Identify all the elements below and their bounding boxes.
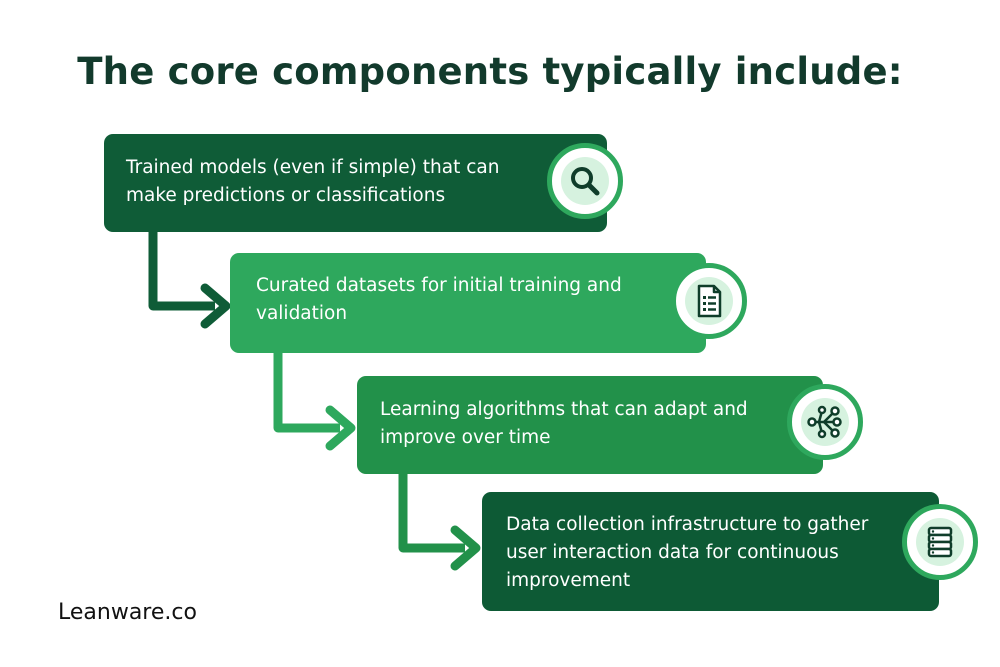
component-text-2: Curated datasets for initial training an…	[256, 275, 622, 324]
connector-arrow-3	[398, 472, 465, 553]
connector-arrowhead-3	[450, 525, 481, 571]
magnifier-icon	[547, 143, 623, 219]
connector-arrowhead-2	[325, 405, 356, 451]
component-card-4: Data collection infrastructure to gather…	[482, 492, 939, 611]
component-text-4: Data collection infrastructure to gather…	[506, 514, 869, 591]
connector-arrow-2	[273, 350, 340, 433]
component-card-3: Learning algorithms that can adapt and i…	[357, 376, 823, 474]
database-icon	[902, 504, 978, 580]
page-title: The core components typically include:	[77, 50, 903, 93]
network-icon	[787, 384, 863, 460]
component-card-2: Curated datasets for initial training an…	[230, 253, 706, 353]
component-text-1: Trained models (even if simple) that can…	[126, 157, 500, 206]
brand-name: Leanware.co	[58, 600, 197, 625]
component-card-1: Trained models (even if simple) that can…	[104, 134, 607, 232]
connector-arrow-1	[148, 228, 215, 311]
component-text-3: Learning algorithms that can adapt and i…	[380, 399, 748, 448]
document-icon	[671, 263, 747, 339]
connector-arrowhead-1	[200, 283, 231, 329]
